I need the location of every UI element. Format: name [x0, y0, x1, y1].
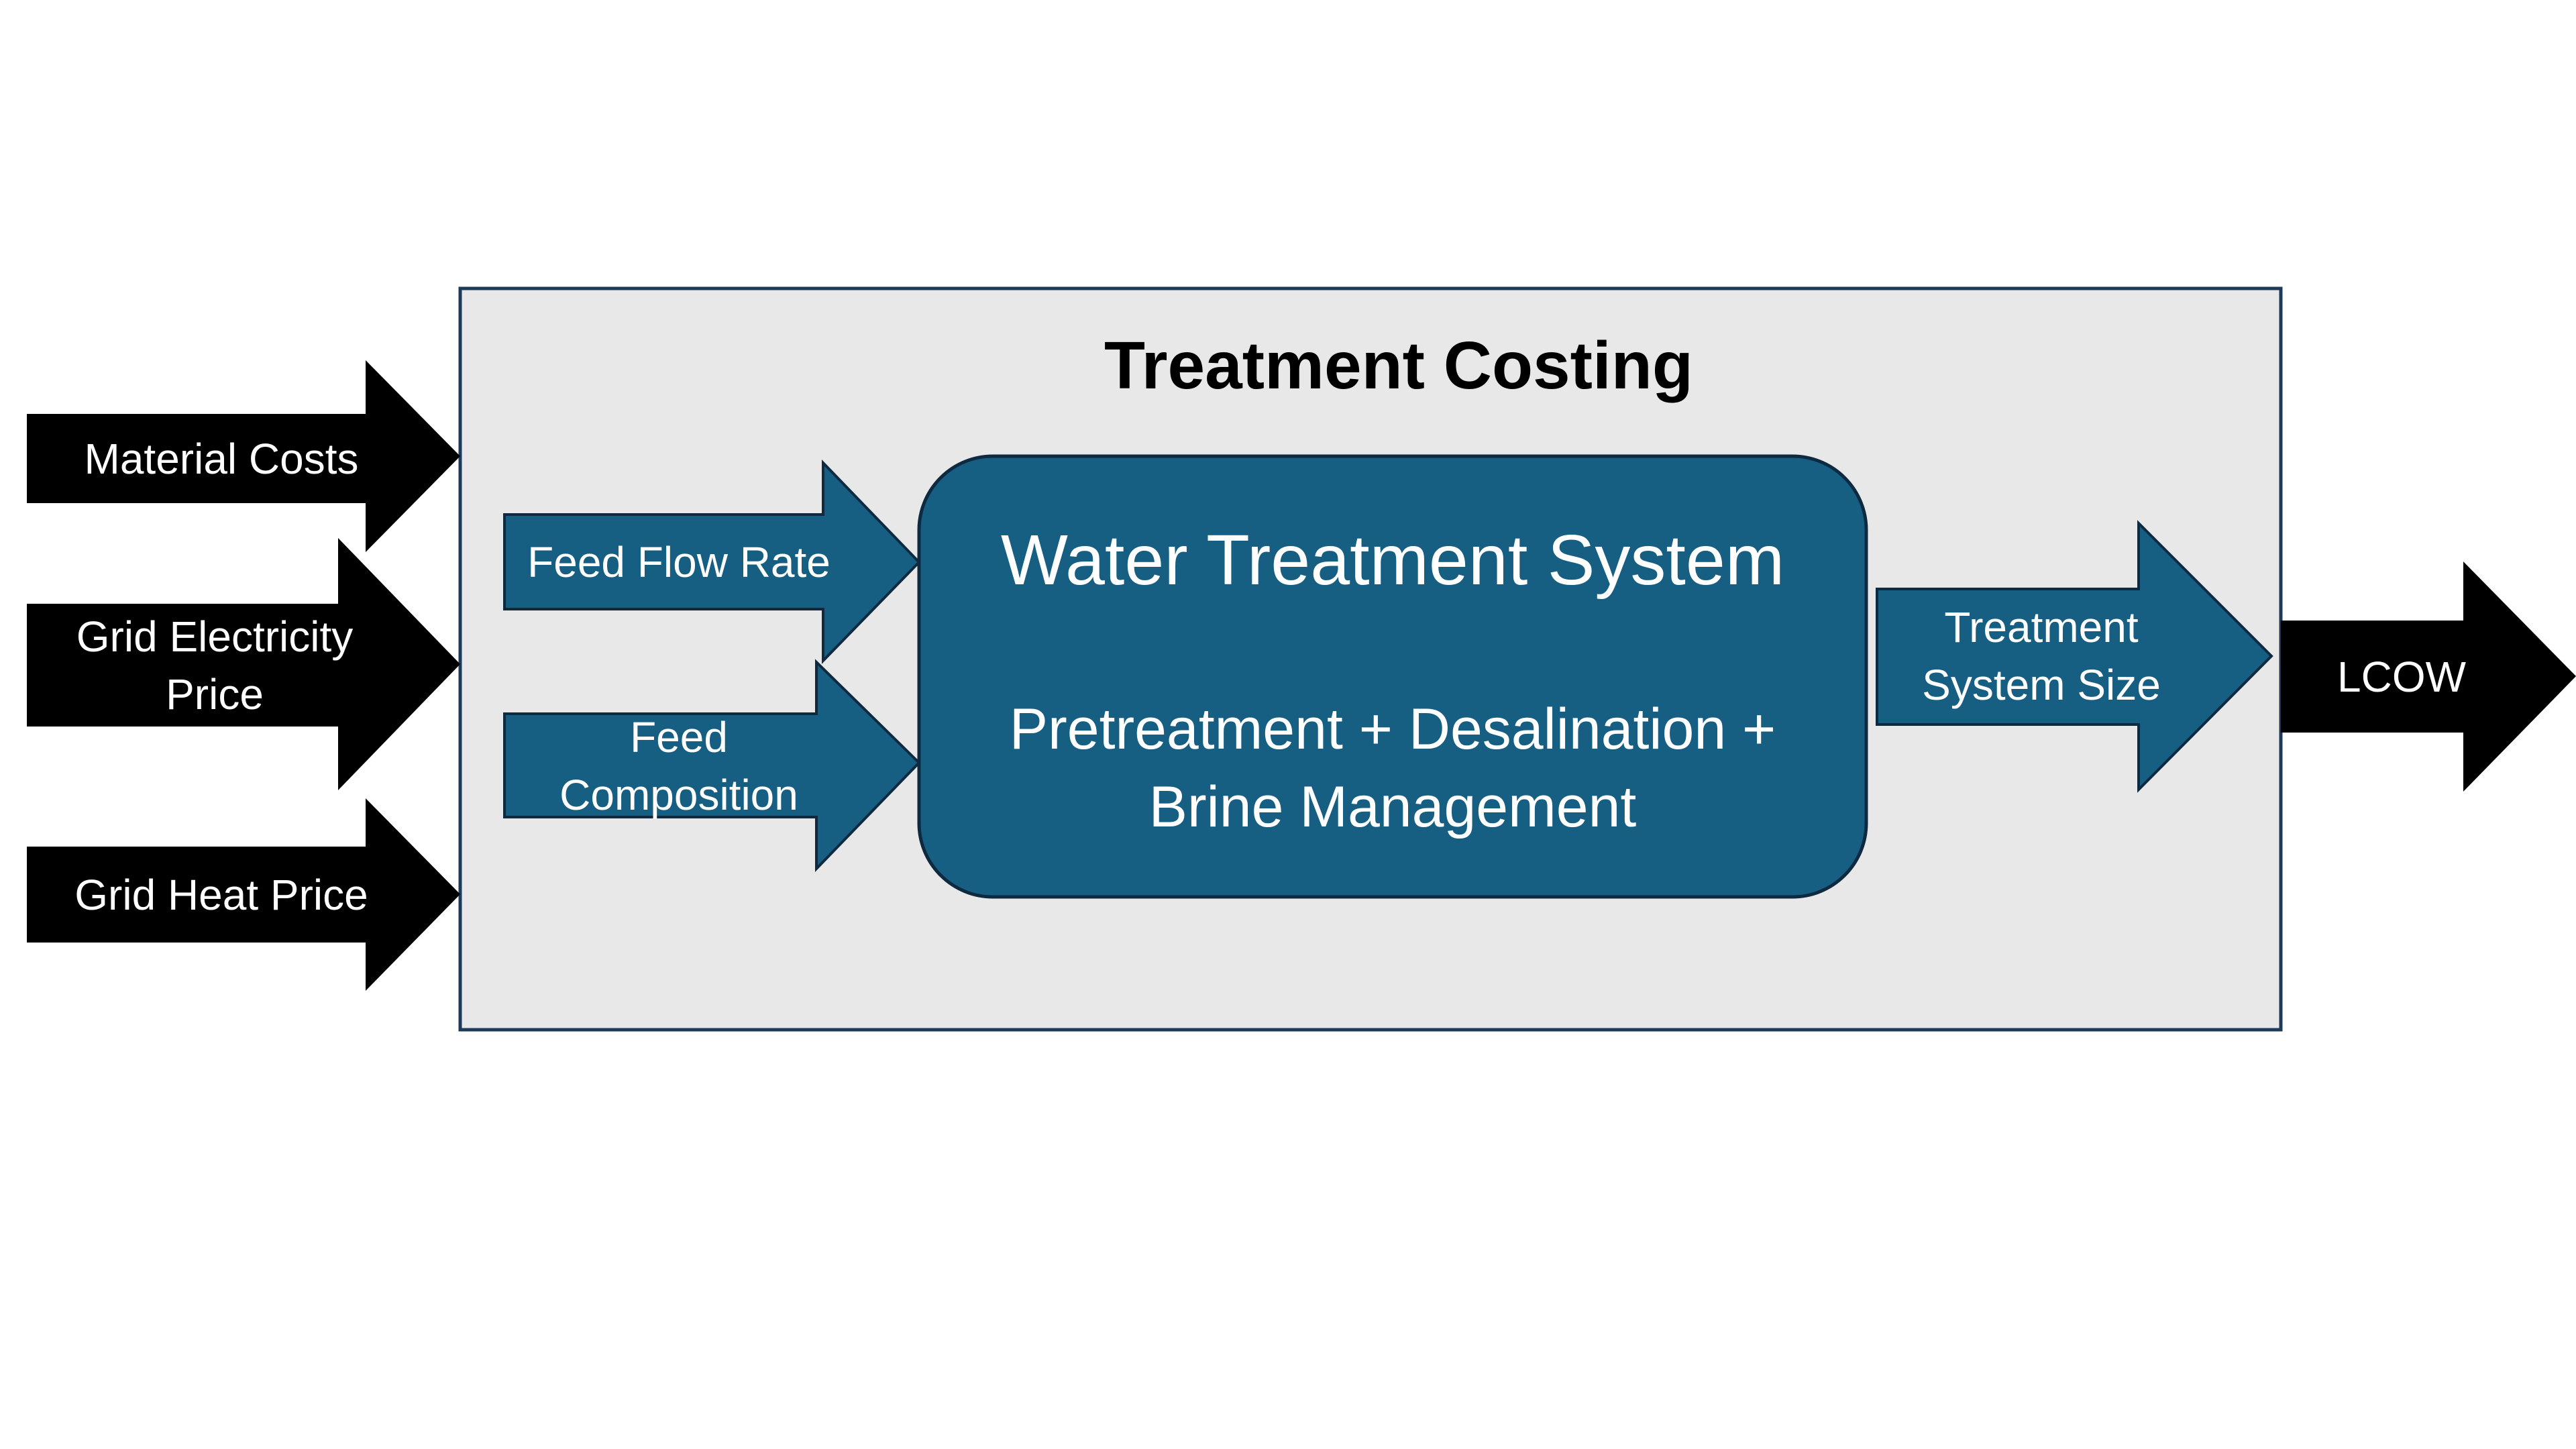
feed-flow-rate-arrow	[503, 460, 921, 664]
treatment-system-size-arrow	[1876, 520, 2273, 793]
panel-title: Treatment Costing	[1104, 327, 1693, 403]
material-costs-label: Material Costs	[84, 434, 359, 483]
feed-flow-rate-label: Feed Flow Rate	[527, 537, 830, 586]
feed-composition-arrow	[503, 659, 921, 872]
grid-heat-price-label: Grid Heat Price	[74, 870, 368, 919]
water-treatment-system-box	[917, 454, 1868, 899]
material-costs-arrow	[27, 360, 460, 552]
grid-heat-price-arrow	[27, 798, 460, 991]
treatment-system-size-label: Treatment System Size	[1922, 603, 2161, 709]
feed-composition-label: Feed Composition	[559, 713, 798, 819]
grid-electricity-price-label: Grid Electricity Price	[76, 612, 354, 718]
water-treatment-system-title: Water Treatment System	[1000, 520, 1785, 600]
grid-electricity-price-arrow	[27, 538, 460, 790]
lcow-arrow	[2281, 561, 2576, 792]
water-treatment-system-subtitle: Pretreatment + Desalination + Brine Mana…	[1009, 697, 1776, 839]
lcow-label: LCOW	[2337, 652, 2466, 701]
